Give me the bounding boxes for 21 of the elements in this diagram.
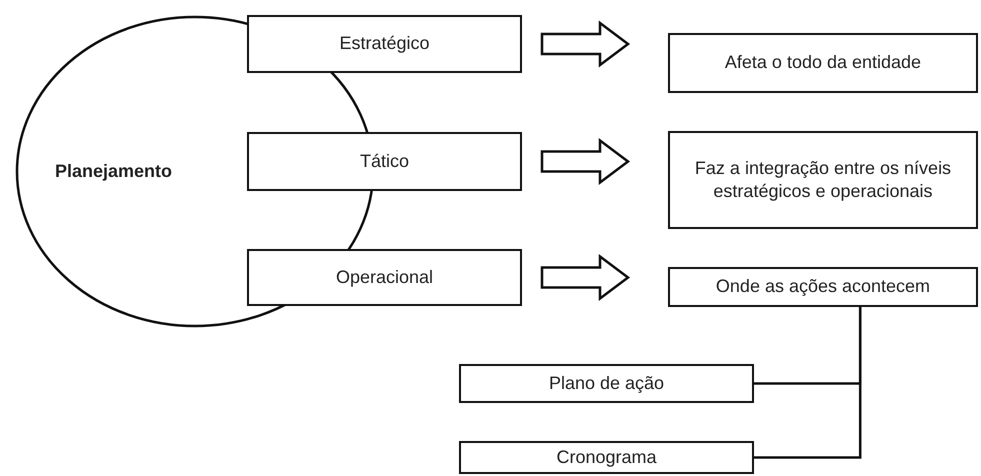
box-label: Estratégico	[339, 32, 430, 56]
block-arrow	[540, 254, 630, 301]
text-box	[668, 267, 978, 307]
box-label: Faz a integração entre os níveis estratégicos e operacionais	[694, 156, 952, 203]
text-box	[459, 364, 754, 403]
box-label: Operacional	[336, 266, 434, 289]
connector-line	[754, 307, 862, 459]
text-box	[247, 15, 522, 73]
text-box	[247, 132, 522, 191]
box-label: Tático	[360, 150, 410, 173]
box-label: Plano de ação	[548, 372, 664, 395]
box-label: Onde as ações acontecem	[716, 275, 930, 298]
text-box	[668, 131, 978, 229]
ellipse-label: Planejamento	[55, 160, 172, 183]
text-box	[459, 441, 754, 474]
box-label: Cronograma	[556, 446, 657, 469]
box-label: Afeta o todo da entidade	[724, 51, 922, 74]
text-box	[247, 249, 522, 306]
block-arrow	[540, 138, 630, 185]
text-box	[668, 33, 978, 93]
block-arrow	[540, 20, 630, 68]
